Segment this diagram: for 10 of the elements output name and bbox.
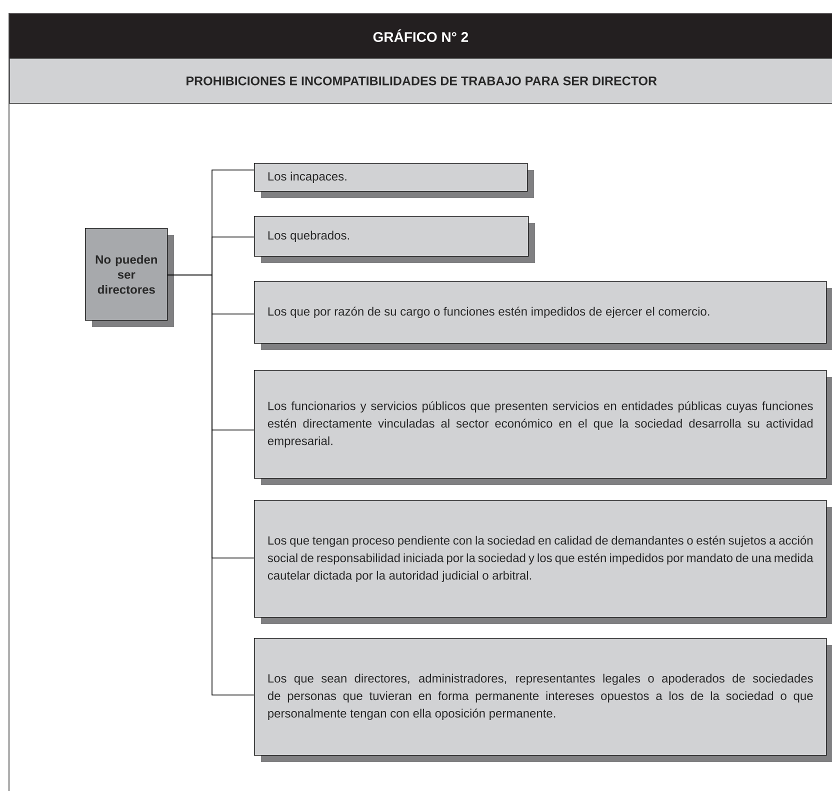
item-box: Los que tengan proceso pendiente con la sociedad en calidad de demandantes o estén sujetos a acción social de responsabilidad iniciada por la sociedad y los que estén impedidos por mandato de una medida cautelar dictada por la autoridad judicial o arbitral.	[254, 500, 832, 624]
connector-line	[167, 274, 254, 696]
subtitle-band: PROHIBICIONES E INCOMPATIBILIDADES DE TRABAJO PARA SER DIRECTOR	[9, 58, 832, 104]
category-box: No pueden ser directores	[85, 228, 174, 327]
item-box: Los que por razón de su cargo o funciones estén impedidos de ejercer el comercio.	[254, 281, 832, 350]
item-box: Los que sean directores, administradores, representantes legales o apoderados de sociedades de personas que tuvieran en forma permanente intereses opuestos a los de la sociedad o que personalmente tengan con ella oposición permanente.	[254, 638, 832, 762]
title-bar: GRÁFICO N° 2	[9, 13, 832, 58]
item-box: Los funcionarios y servicios públicos que presenten servicios en entidades públicas cuyas funciones estén directamente vinculadas al sector económico en el que la sociedad desarrolla su actividad empresarial.	[254, 370, 832, 485]
item-box: Los quebrados.	[254, 216, 535, 263]
item-box: Los incapaces.	[254, 163, 534, 198]
